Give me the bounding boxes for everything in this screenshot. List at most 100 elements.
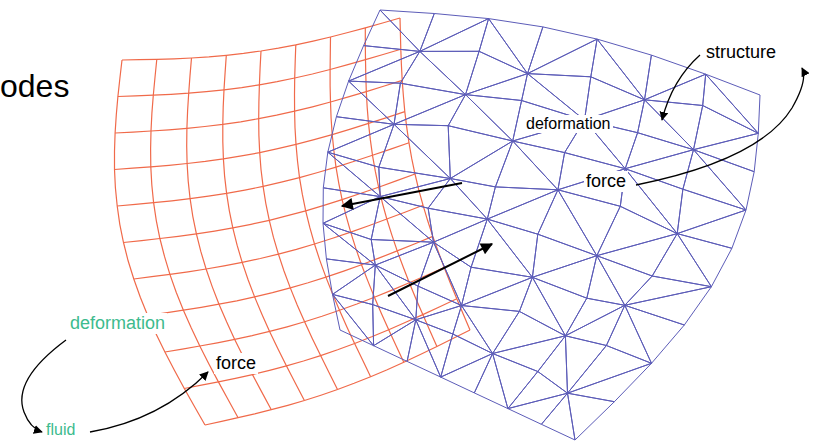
mesh-line bbox=[165, 268, 444, 352]
mesh-triangle bbox=[677, 189, 746, 233]
mesh-triangle bbox=[597, 256, 652, 306]
mesh-triangle bbox=[683, 150, 746, 210]
mesh-triangle bbox=[400, 51, 465, 94]
mesh-line bbox=[118, 49, 401, 96]
mesh-triangle bbox=[479, 19, 527, 74]
mesh-triangle bbox=[538, 336, 568, 393]
mesh-triangle bbox=[462, 267, 533, 305]
mesh-triangle bbox=[416, 286, 462, 320]
mesh-triangle bbox=[466, 51, 528, 94]
mesh-triangle bbox=[568, 393, 615, 440]
mesh-triangle bbox=[493, 311, 566, 353]
mesh-triangle bbox=[565, 298, 624, 336]
mesh-triangle bbox=[462, 306, 520, 354]
mesh-triangle bbox=[326, 259, 375, 295]
mesh-line bbox=[205, 330, 470, 425]
cycle-arrow bbox=[662, 55, 700, 120]
mesh-triangle bbox=[558, 190, 620, 256]
mesh-triangle bbox=[493, 336, 566, 372]
transfer-arrow bbox=[388, 244, 492, 296]
mesh-triangle bbox=[625, 150, 693, 190]
mesh-triangle bbox=[448, 126, 513, 179]
mesh-triangle bbox=[466, 74, 528, 101]
mesh-triangle bbox=[323, 152, 380, 196]
mesh-triangle bbox=[625, 305, 685, 363]
mesh-triangle bbox=[371, 197, 433, 243]
mesh-triangle bbox=[379, 124, 451, 178]
cycle-arrow bbox=[90, 372, 208, 432]
mesh-triangle bbox=[508, 393, 568, 424]
mesh-triangle bbox=[508, 372, 568, 409]
mesh-triangle bbox=[466, 95, 522, 141]
mesh-triangle bbox=[532, 256, 596, 299]
mesh-triangle bbox=[677, 234, 732, 287]
mesh-triangle bbox=[371, 240, 433, 266]
mesh-triangle bbox=[407, 320, 441, 377]
mesh-triangle bbox=[487, 219, 538, 277]
mesh-line bbox=[122, 18, 400, 60]
mesh-triangle bbox=[349, 81, 401, 124]
mesh-triangle bbox=[694, 106, 759, 150]
mesh-triangle bbox=[420, 19, 489, 52]
mesh-triangle bbox=[625, 276, 712, 305]
mesh-line bbox=[134, 205, 423, 279]
cut-title: odes bbox=[0, 68, 69, 105]
mesh-triangle bbox=[625, 169, 683, 234]
mesh-triangle bbox=[694, 133, 759, 171]
mesh-triangle bbox=[441, 354, 493, 393]
mesh-triangle bbox=[532, 277, 586, 336]
mesh-triangle bbox=[364, 10, 420, 51]
mesh-triangle bbox=[495, 141, 558, 190]
mesh-triangle bbox=[538, 190, 597, 256]
transfer-arrow bbox=[342, 183, 462, 206]
mesh-triangle bbox=[453, 306, 493, 354]
mesh-triangle bbox=[522, 74, 585, 121]
mesh-line bbox=[148, 236, 433, 315]
force-label: force bbox=[584, 171, 628, 192]
mesh-triangle bbox=[519, 277, 565, 336]
structure-label: structure bbox=[704, 42, 778, 63]
mesh-triangle bbox=[489, 19, 543, 74]
mesh-triangle bbox=[416, 306, 462, 335]
mesh-triangle bbox=[587, 256, 625, 306]
mesh-triangle bbox=[565, 336, 606, 393]
mesh-triangle bbox=[323, 188, 380, 224]
mesh-line bbox=[115, 80, 402, 133]
mesh-triangle bbox=[323, 223, 375, 265]
mesh-triangle bbox=[645, 100, 703, 150]
cycle-arrow bbox=[22, 340, 66, 432]
mesh-triangle bbox=[394, 95, 466, 126]
mesh-triangle bbox=[568, 346, 652, 394]
mesh-triangle bbox=[448, 95, 513, 141]
mesh-line bbox=[124, 174, 416, 243]
mesh-line bbox=[400, 18, 470, 330]
mesh-line bbox=[115, 112, 405, 170]
mesh-triangle bbox=[349, 46, 420, 82]
mesh-triangle bbox=[703, 74, 759, 133]
mesh-triangle bbox=[333, 294, 374, 345]
mesh-triangle bbox=[428, 208, 487, 242]
force-label: force bbox=[214, 353, 258, 374]
mesh-triangle bbox=[528, 74, 591, 121]
mesh-triangle bbox=[591, 39, 645, 100]
mesh-triangle bbox=[620, 169, 677, 234]
mesh-triangle bbox=[597, 206, 677, 255]
mesh-triangle bbox=[373, 305, 416, 346]
mesh-triangle bbox=[333, 265, 376, 305]
mesh-triangle bbox=[333, 294, 374, 345]
mesh-triangle bbox=[323, 223, 375, 265]
mesh-triangle bbox=[532, 234, 596, 277]
fluid-label: fluid bbox=[44, 421, 77, 439]
mesh-triangle bbox=[585, 77, 645, 120]
mesh-triangle bbox=[349, 51, 420, 83]
mesh-triangle bbox=[513, 141, 565, 190]
mesh-triangle bbox=[374, 320, 416, 362]
mesh-triangle bbox=[528, 27, 598, 74]
mesh-triangle bbox=[474, 354, 508, 409]
mesh-line bbox=[117, 143, 409, 206]
deformation-label: deformation bbox=[68, 313, 167, 334]
mesh-triangle bbox=[394, 83, 466, 124]
mesh-triangle bbox=[420, 14, 489, 52]
mesh-triangle bbox=[328, 117, 394, 153]
